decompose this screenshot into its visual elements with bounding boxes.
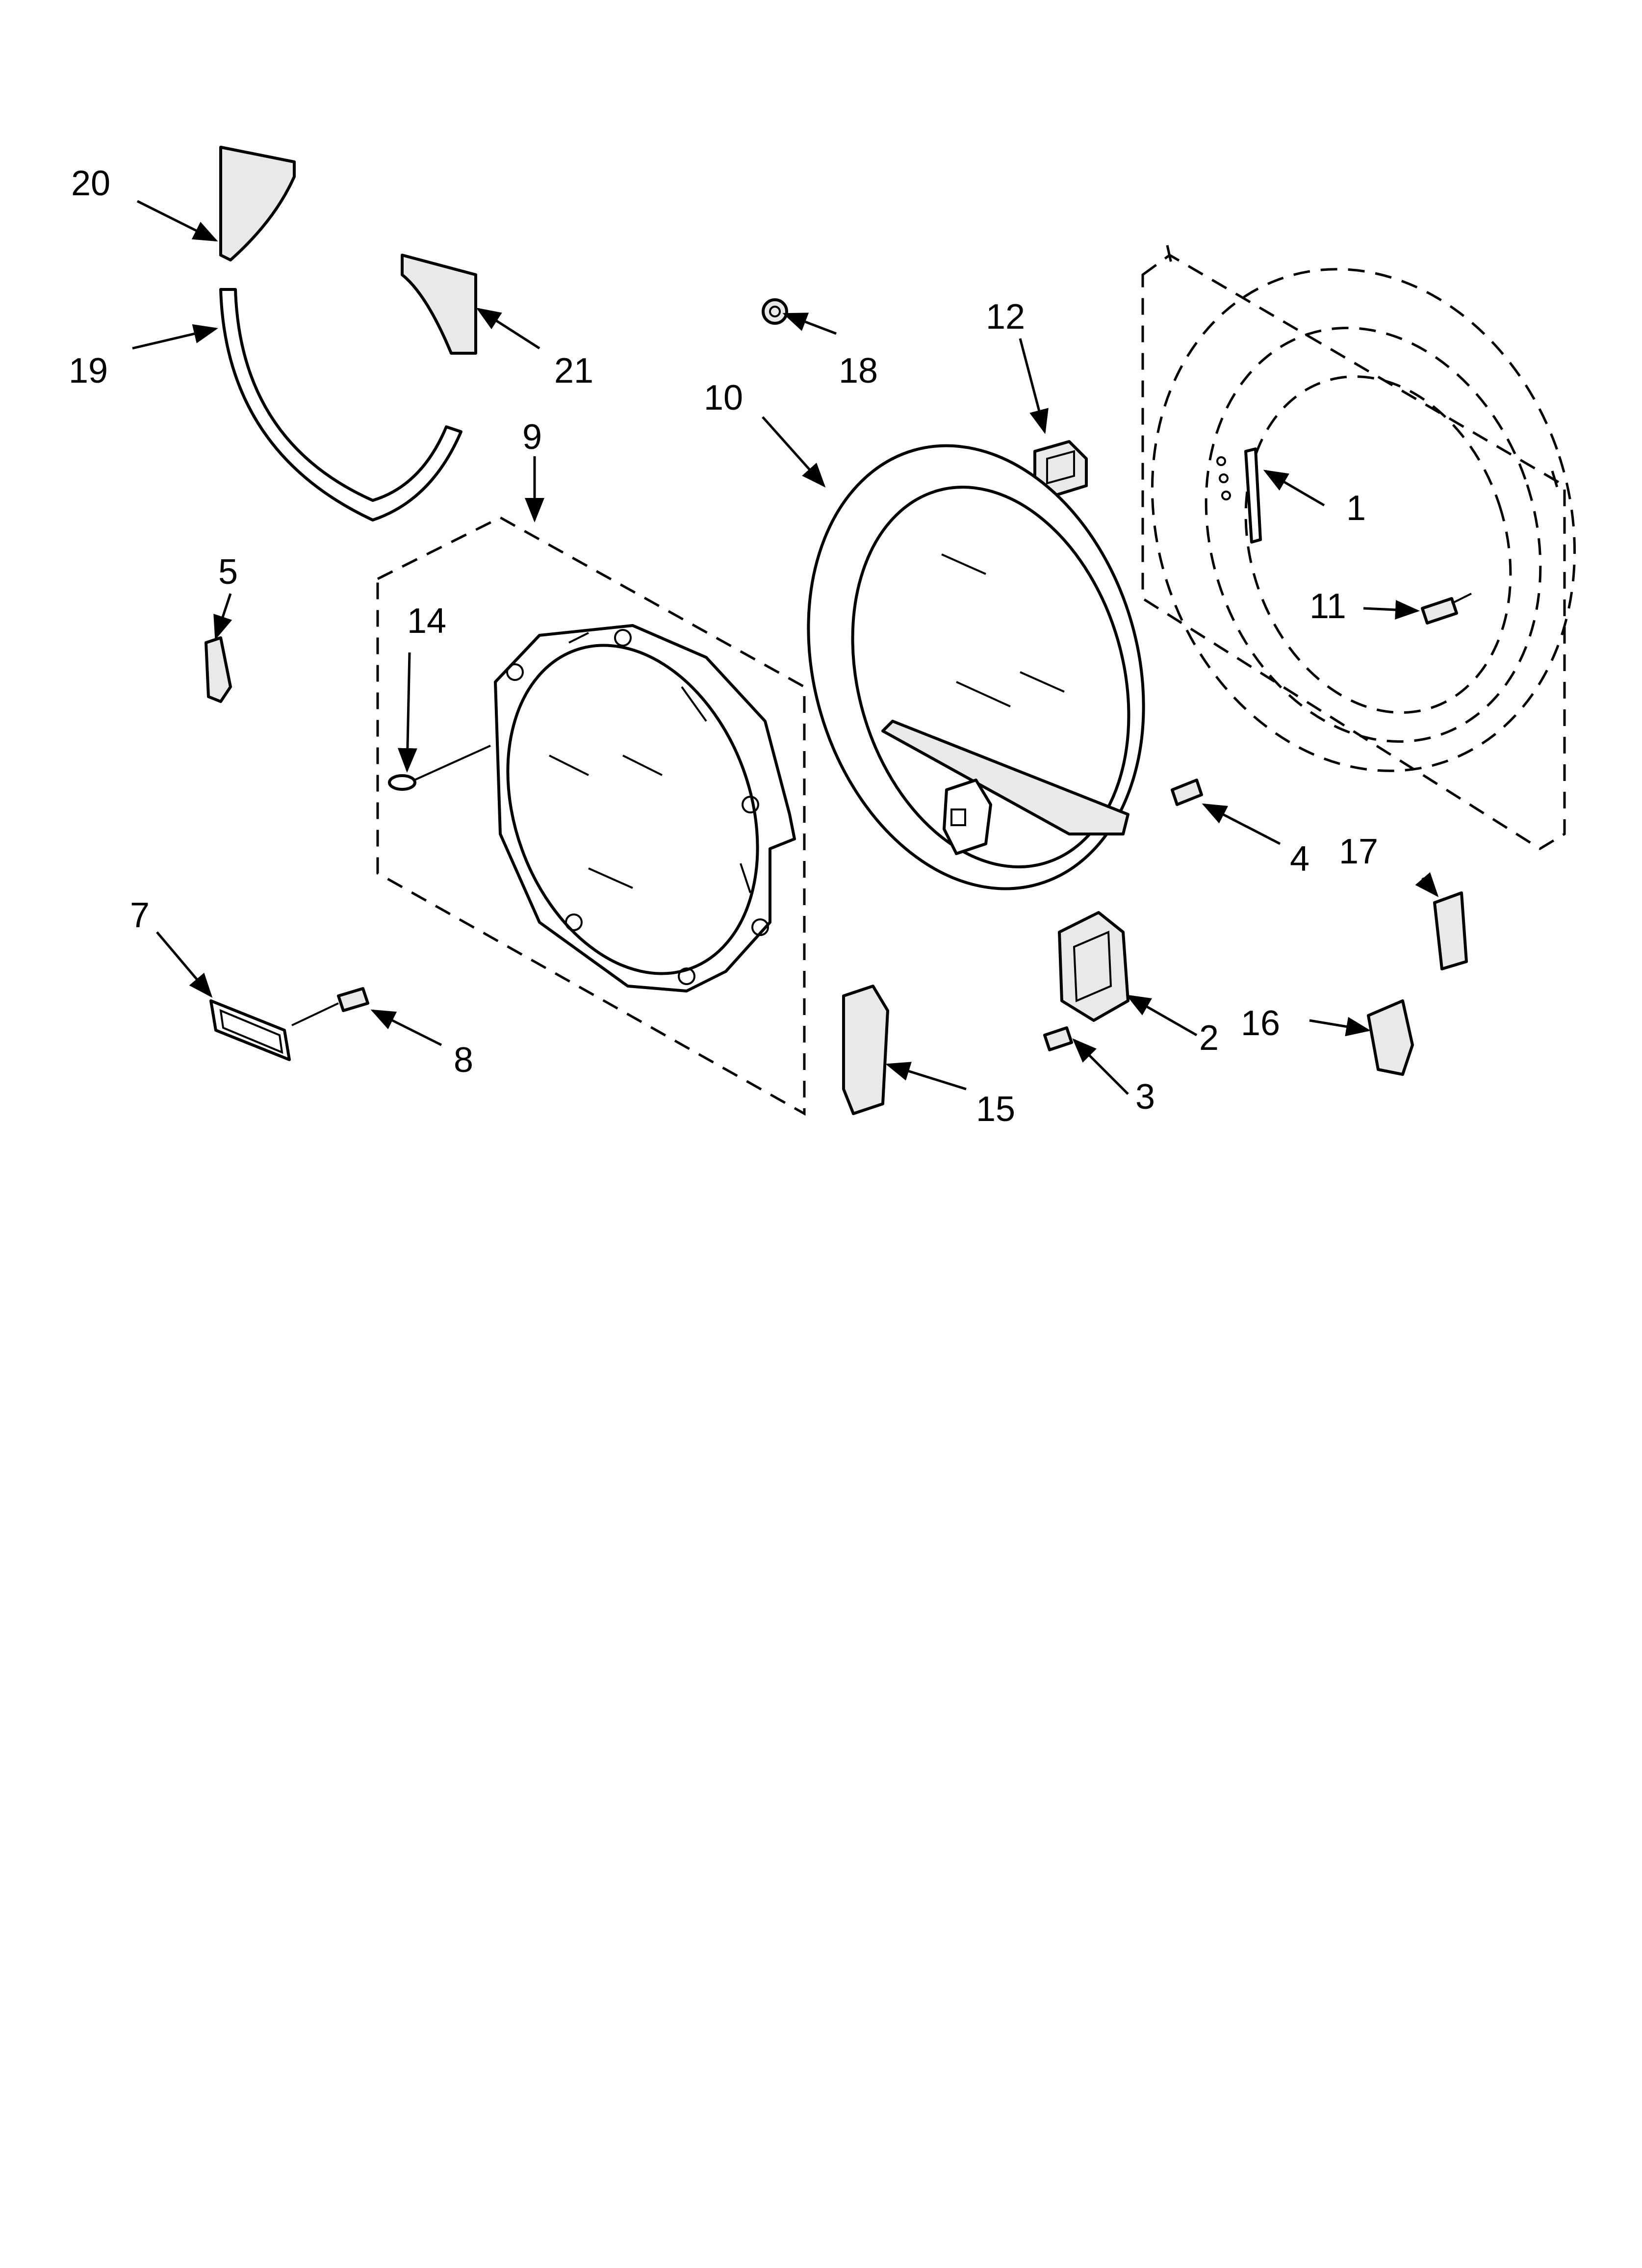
part-2-hinge [1058, 911, 1129, 1022]
leader-lines [132, 200, 1439, 1095]
cabinet-front-panel [1141, 245, 1576, 850]
part-4-screw [1171, 779, 1203, 806]
part-15-hinge-cover [842, 985, 889, 1115]
callout-2: 2 [1199, 1018, 1219, 1058]
part-21-trim [401, 254, 477, 355]
callout-20: 20 [71, 164, 110, 203]
part-14-grommet [388, 745, 491, 791]
part-20-trim [219, 146, 296, 261]
callout-19: 19 [69, 351, 108, 391]
part-19-gasket [219, 288, 462, 521]
part-1-strip [1216, 447, 1262, 544]
part-5-hinge-cover [205, 636, 232, 703]
callout-21: 21 [554, 351, 593, 391]
callout-9: 9 [522, 417, 542, 457]
callout-14: 14 [407, 601, 446, 641]
part-8-screw [291, 987, 369, 1026]
callout-7: 7 [130, 896, 150, 935]
callout-3: 3 [1135, 1077, 1155, 1117]
part-9-inner-door-assembly [376, 516, 806, 1116]
callout-labels: 20 19 21 9 5 14 10 18 12 1 11 4 17 16 2 … [69, 164, 1378, 1129]
part-10-door-outer-ring [807, 444, 1145, 890]
callout-8: 8 [454, 1041, 473, 1080]
part-11-screw [1421, 593, 1472, 625]
callout-10: 10 [704, 378, 743, 417]
callout-17: 17 [1339, 832, 1378, 871]
callout-11: 11 [1309, 587, 1346, 626]
part-18-bumper [762, 298, 788, 325]
part-3-screw [1043, 1026, 1073, 1051]
part-17-trim [1433, 891, 1468, 970]
callout-16: 16 [1241, 1004, 1280, 1043]
callout-5: 5 [218, 552, 238, 592]
callout-1: 1 [1346, 489, 1366, 528]
part-16-trim [1367, 999, 1414, 1076]
callout-12: 12 [986, 297, 1025, 337]
part-7-handle [209, 999, 291, 1061]
callout-18: 18 [839, 351, 878, 391]
callout-4: 4 [1290, 839, 1309, 879]
callout-15: 15 [976, 1090, 1015, 1129]
